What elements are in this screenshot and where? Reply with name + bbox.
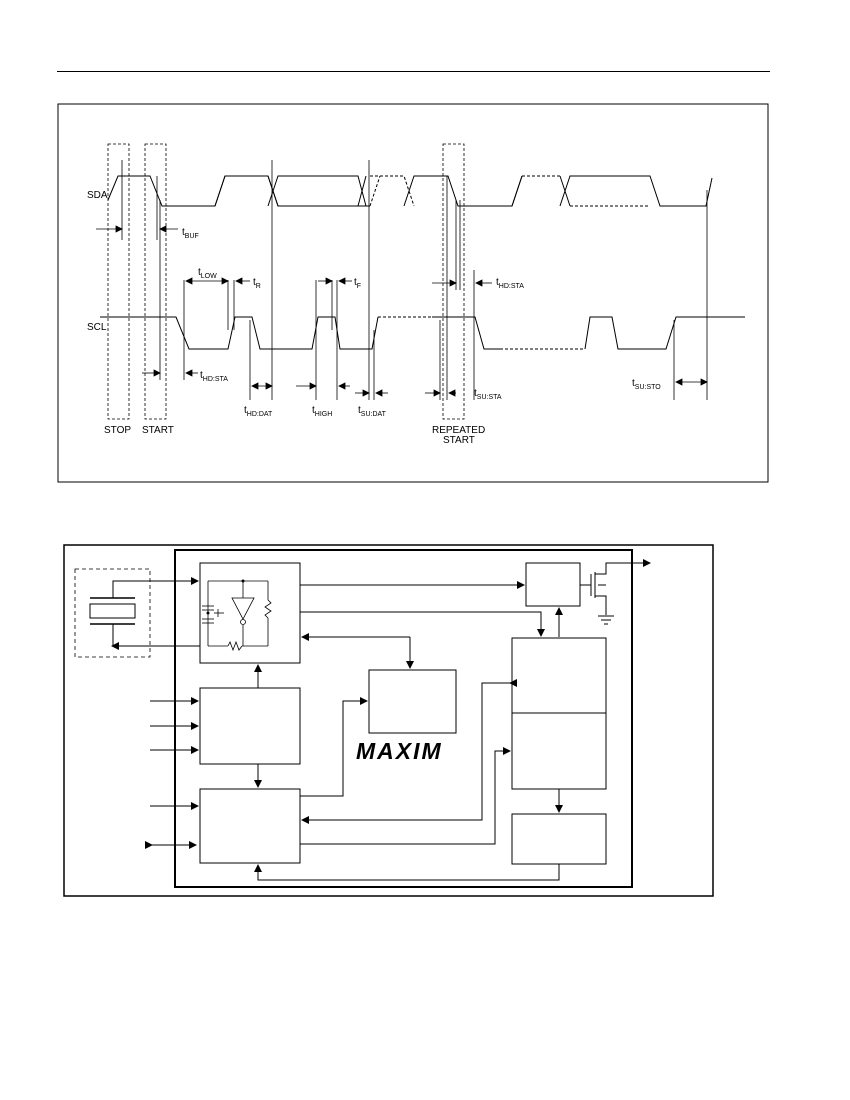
repeated-start-label-line2: START — [443, 435, 475, 446]
crystal-icon — [74, 568, 200, 658]
t-high-label: tHIGH — [312, 405, 332, 418]
oscillator-block — [199, 562, 301, 664]
ram-block — [511, 813, 607, 865]
scl-label: SCL — [87, 322, 107, 333]
timing-reference-lines — [121, 160, 708, 400]
header-rule — [57, 71, 770, 72]
maxim-logo: MAXIM — [356, 738, 443, 764]
repeated-start-label-line1: REPEATED — [432, 425, 485, 436]
start-label: START — [142, 425, 174, 436]
t-low-label: tLOW — [198, 267, 217, 280]
chip-boundary — [174, 549, 633, 888]
t-su-sto-label: tSU:STO — [632, 378, 661, 391]
condition-boxes — [107, 143, 465, 420]
scl-waveform — [100, 316, 745, 350]
t-f-label: tF — [354, 277, 361, 290]
serial-interface-block — [199, 788, 301, 864]
t-hd-sta-bottom-label: tHD:STA — [200, 370, 228, 383]
t-hd-dat-label: tHD:DAT — [244, 405, 273, 418]
power-control-block — [368, 669, 457, 734]
stop-label: STOP — [104, 425, 131, 436]
block-connections — [145, 581, 563, 881]
t-su-sta-label: tSU:STA — [474, 388, 502, 401]
t-su-dat-label: tSU:DAT — [358, 405, 387, 418]
output-control-block — [525, 562, 581, 607]
t-r-label: tR — [253, 277, 261, 290]
t-buf-label: tBUF — [182, 227, 199, 240]
output-transistor-icon — [580, 562, 626, 625]
sda-label: SDA — [87, 190, 108, 201]
block-outer-frame — [63, 544, 714, 897]
divider-block — [199, 687, 301, 765]
timing-dimension-arrows — [96, 225, 708, 397]
t-hd-sta-top-label: tHD:STA — [496, 277, 524, 290]
